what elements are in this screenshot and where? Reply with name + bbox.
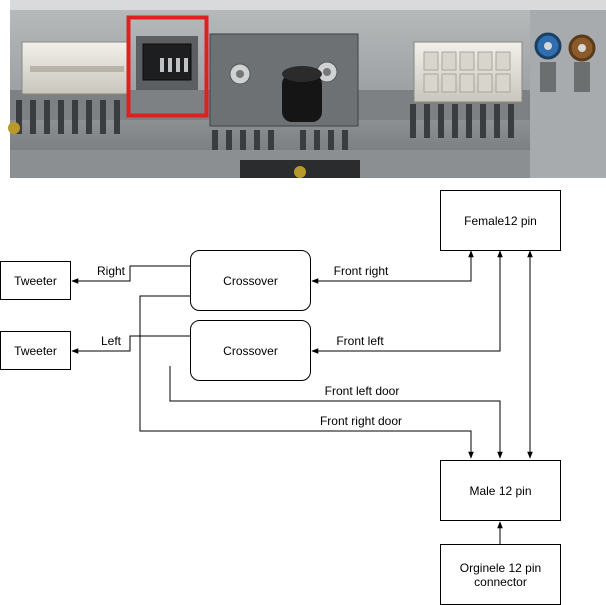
crossover-right-box (190, 250, 311, 311)
highlight-frame (126, 15, 209, 118)
tweeter-right-label: Tweeter (14, 274, 57, 288)
tweeter-right-box (0, 261, 71, 300)
edge-front-right-door (139, 295, 474, 459)
edge-front-left-door (169, 366, 503, 459)
tweeter-left-box (0, 331, 71, 370)
crossover-right-label: Crossover (223, 274, 278, 288)
edge-label-front-right-door: Front right door (320, 414, 402, 428)
edge-label-front-left-door: Front left door (325, 384, 400, 398)
female12-label: Female12 pin (464, 214, 537, 228)
knob (282, 74, 322, 122)
female12-box (440, 190, 561, 251)
edge-right (71, 265, 190, 284)
edge-left (71, 335, 190, 354)
male12-box (440, 460, 561, 521)
crossover-left-box (190, 320, 311, 381)
tweeter-left-label: Tweeter (14, 344, 57, 358)
original-connector-label-1: Orginele 12 pin (460, 561, 541, 575)
edge-label-left: Left (101, 334, 122, 348)
edge-front-left (311, 250, 503, 354)
edge-label-front-right: Front right (334, 264, 389, 278)
edge-label-front-left: Front left (336, 334, 384, 348)
crossover-left-label: Crossover (223, 344, 278, 358)
connector-photo (8, 0, 606, 178)
edge-label-right: Right (97, 264, 126, 278)
highlighted-socket (142, 43, 192, 81)
original-connector-label-2: connector (474, 575, 527, 589)
male12-label: Male 12 pin (469, 484, 531, 498)
